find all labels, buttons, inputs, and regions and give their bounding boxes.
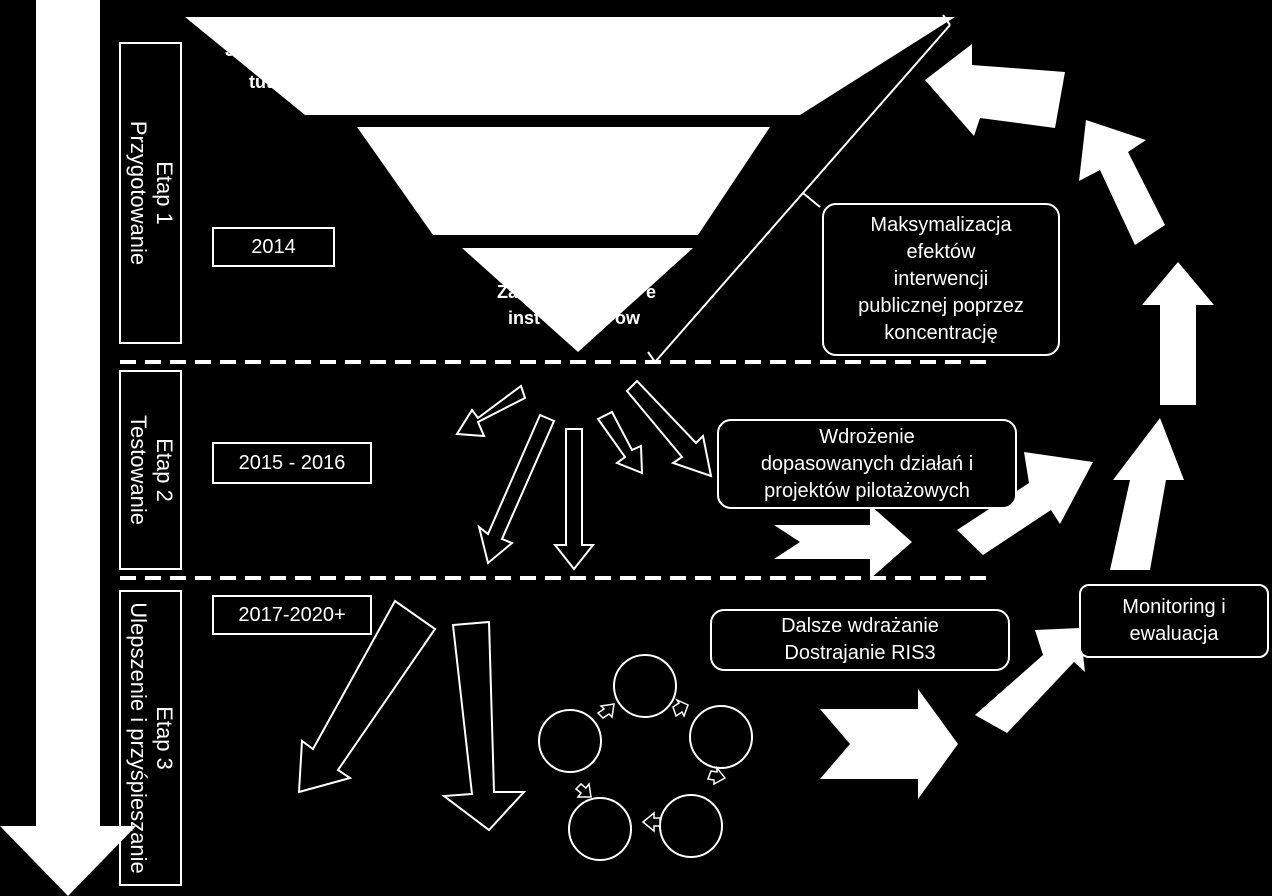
year-box-3: 2017-2020+ [212,595,372,635]
outline-arrow-5 [625,379,713,478]
stage-label-2: Etap 2 Testowanie [125,415,177,525]
implementation-line: projektów pilotażowych [764,480,970,502]
outline-arrow-7 [441,620,527,832]
year-box-1: 2014 [212,227,335,267]
outline-arrow-4 [596,410,644,475]
maximization-line: efektów [906,241,976,263]
outline-arrow-2 [477,413,556,565]
flow-arrow-8 [925,44,1065,136]
funnel-top [185,17,955,115]
monitoring-box: Monitoring i ewaluacja [1079,584,1269,658]
maximization-line: interwencji [893,268,989,290]
flow-arrow-1 [820,689,958,799]
cycle-circle-4 [568,797,632,861]
funnel-text-fragment: Je [225,40,246,60]
cycle-arrow-5 [596,703,615,719]
cycle-arrow-2 [706,765,727,786]
cycle-circle-3 [659,794,723,858]
stage-title: Etap 3 [151,706,177,770]
maximization-box: Maksymalizacja efektów interwencji publi… [822,203,1060,356]
flow-arrow-7 [1079,120,1165,245]
stage-label-3: Etap 3 Ulepszenie i przyśpieszanie [125,602,177,873]
funnel-text-fragment: inst [508,308,541,328]
stage-name: Ulepszenie i przyśpieszanie [125,602,151,874]
implementation-box: Wdrożenie dopasowanych działań i projekt… [717,419,1017,509]
outline-arrow-6 [297,599,437,794]
cycle-arrow-4 [574,782,592,798]
stage-title: Etap 2 [151,438,177,502]
stage-panel-2: Etap 2 Testowanie [119,370,182,570]
cycle-arrow-1 [672,698,689,718]
cycle-circle-5 [538,709,602,773]
monitoring-line: ewaluacja [1129,623,1219,645]
flow-arrow-4 [957,452,1093,555]
implementation-line: dopasowanych działań i [760,453,974,475]
timeline-arrow [0,0,136,896]
bracket-tick-mid [802,192,821,208]
maximization-line: publicznej poprzez [858,295,1024,317]
cycle-circle-2 [689,705,753,769]
funnel-text-fragment: e [646,282,657,302]
funnel-text-fragment: Za [497,282,519,302]
outline-arrow-1 [455,384,527,438]
funnel-text-fragment: tutaj [249,72,287,92]
year-box-2: 2015 - 2016 [212,442,372,484]
funnel-bottom [462,248,693,352]
bracket-tick-top [942,14,951,26]
cycle-arrow-3 [641,811,661,833]
flow-arrow-3 [975,628,1085,733]
stage-name: Testowanie [125,414,151,526]
further-line: Dostrajanie RIS3 [784,642,936,664]
further-line: Dalsze wdrażanie [781,615,939,637]
flow-arrow-2 [774,505,912,579]
flow-arrow-5 [1110,418,1184,570]
funnel-middle [357,127,770,235]
implementation-line: Wdrożenie [819,426,915,448]
cycle-circle-1 [613,654,677,718]
maximization-line: Maksymalizacja [870,214,1012,236]
monitoring-line: Monitoring i [1122,596,1226,618]
maximization-line: koncentrację [884,322,998,344]
stage-panel-1: Etap 1 Przygotowanie [119,42,182,344]
stage-title: Etap 1 [151,161,177,225]
further-implementation-box: Dalsze wdrażanie Dostrajanie RIS3 [710,609,1010,671]
bracket-tick-bottom [647,351,656,363]
funnel-text-fragment: ow [615,308,640,328]
stage-name: Przygotowanie [125,120,151,266]
stage-label-1: Etap 1 Przygotowanie [125,121,177,265]
flow-arrow-6 [1142,262,1214,405]
stage-panel-3: Etap 3 Ulepszenie i przyśpieszanie [119,590,182,886]
outline-arrow-3 [552,428,596,571]
bracket-line [654,24,951,363]
